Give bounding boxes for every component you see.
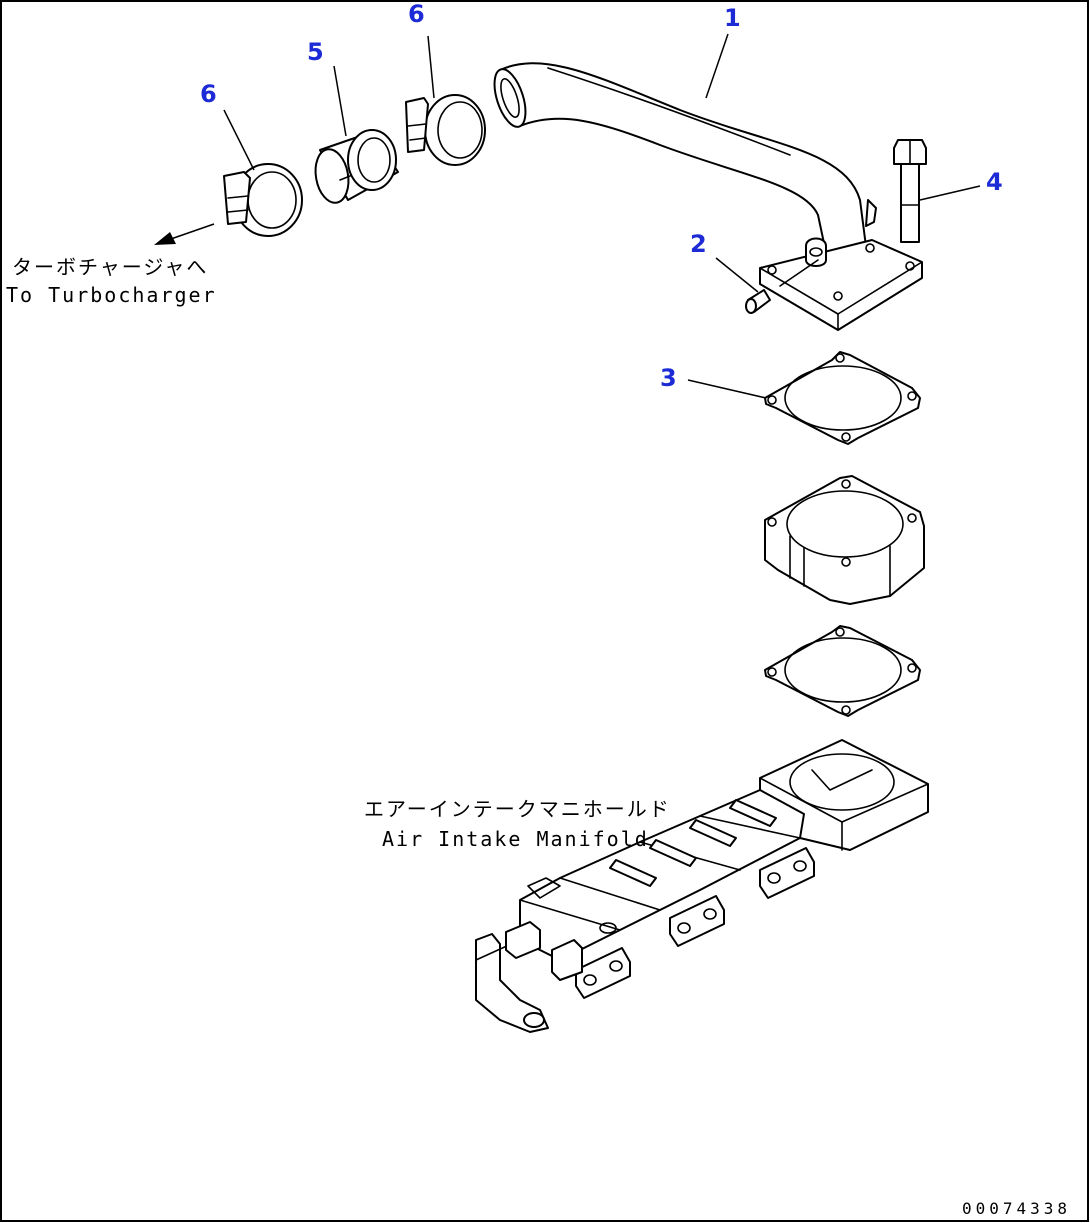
hose-clamp-lower[interactable] bbox=[223, 163, 303, 237]
turbo-direction-arrow bbox=[154, 223, 215, 245]
hose[interactable] bbox=[312, 129, 399, 205]
air-intake-manifold bbox=[475, 739, 929, 1033]
turbo-label-jp: ターボチャージャへ bbox=[12, 255, 208, 279]
callout-pipe: 1 bbox=[724, 4, 741, 32]
callout-hose: 5 bbox=[307, 38, 324, 66]
leader-lines bbox=[223, 33, 981, 399]
turbo-label-en: To Turbocharger bbox=[6, 283, 217, 307]
gasket[interactable] bbox=[764, 351, 921, 445]
plug[interactable] bbox=[745, 289, 771, 314]
hose-clamp-upper[interactable] bbox=[405, 94, 486, 166]
callout-clamp-lower: 6 bbox=[200, 80, 217, 108]
spacer-block bbox=[764, 475, 925, 605]
manifold-label-en: Air Intake Manifold bbox=[382, 827, 649, 851]
callout-bolt: 4 bbox=[986, 168, 1003, 196]
drawing-number: 00074338 bbox=[962, 1199, 1071, 1218]
lower-gasket bbox=[764, 625, 921, 717]
bolt[interactable] bbox=[893, 139, 927, 243]
manifold-label-jp: エアーインテークマニホールド bbox=[364, 797, 671, 821]
callout-clamp-upper: 6 bbox=[408, 0, 425, 28]
intake-pipe[interactable] bbox=[488, 62, 923, 331]
callout-gasket: 3 bbox=[660, 364, 677, 392]
callout-plug: 2 bbox=[690, 230, 707, 258]
